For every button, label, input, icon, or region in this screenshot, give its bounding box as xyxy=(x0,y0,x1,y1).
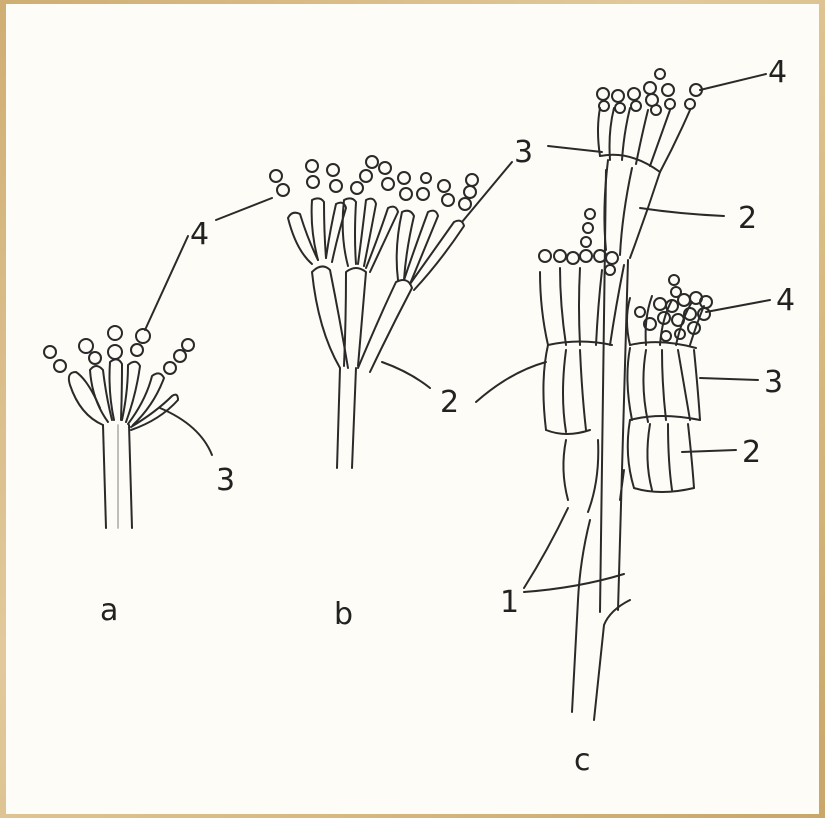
label-4-c-right: 4 xyxy=(776,283,795,318)
conidiophore-b xyxy=(288,198,464,468)
conidia-b xyxy=(270,156,478,210)
label-2-b: 2 xyxy=(440,385,459,420)
label-3-c: 3 xyxy=(764,365,783,400)
panel-label-c: c xyxy=(574,743,591,778)
conidiophore-c xyxy=(540,108,704,720)
leader-lines xyxy=(145,74,770,592)
panel-label-b: b xyxy=(334,597,353,632)
label-1-c: 1 xyxy=(500,585,519,620)
label-4-a: 4 xyxy=(190,217,209,252)
label-2-c-right: 2 xyxy=(742,435,761,470)
label-2-c-top: 2 xyxy=(738,201,757,236)
label-4-c-top: 4 xyxy=(768,55,787,90)
panel-label-a: a xyxy=(100,593,118,628)
label-3-a: 3 xyxy=(216,463,235,498)
conidia-a xyxy=(44,326,194,374)
label-3-b: 3 xyxy=(514,135,533,170)
conidiophore-a xyxy=(69,359,178,528)
